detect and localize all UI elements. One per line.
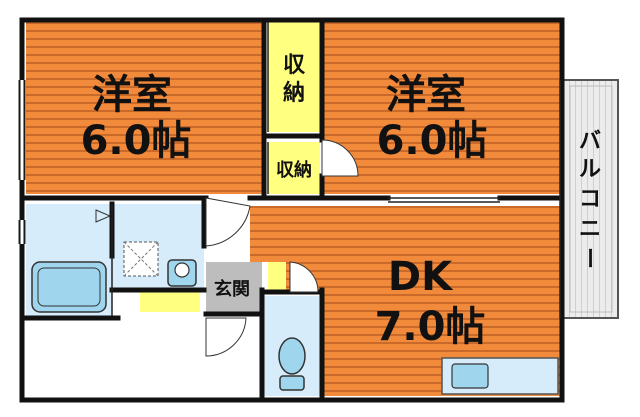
window-frames [18, 80, 26, 244]
western-room-left-size: 6.0帖 [81, 118, 192, 164]
balcony-label-2: ル [579, 157, 601, 182]
sink-icon [451, 363, 489, 389]
balcony-label-5: ー [576, 247, 601, 269]
balcony-label-4: ニ [579, 217, 601, 242]
dining-kitchen-size: 7.0帖 [375, 304, 486, 350]
pan-cross-b [123, 241, 159, 277]
faucet-icon [95, 209, 112, 223]
balcony-area [561, 79, 619, 319]
balcony-label-1: バ [579, 129, 601, 154]
toilet-icon [278, 337, 306, 375]
walls [19, 17, 565, 403]
washbasin-bowl [174, 262, 190, 278]
dining-kitchen-name: DK [388, 254, 454, 300]
closet-lower-label: 収納 [276, 159, 312, 181]
western-room-right-size: 6.0帖 [377, 118, 488, 164]
closet-upper-label-1: 収 [283, 53, 306, 78]
toilet-tank [279, 375, 305, 391]
entrance-area [206, 262, 262, 314]
closet-upper-label-2: 納 [283, 80, 305, 106]
closet-upper [268, 22, 320, 132]
western-room-left-name: 洋室 [92, 72, 172, 118]
door-swings [205, 139, 359, 357]
bathtub-inner [37, 267, 101, 307]
entrance-label: 玄関 [214, 278, 250, 300]
closet-lower [268, 142, 320, 194]
western-room-left-floor [26, 22, 264, 194]
balcony-inner-line [569, 85, 613, 313]
dining-kitchen-floor [250, 206, 560, 396]
thin-lines [111, 22, 561, 318]
bathtub-icon [31, 261, 107, 313]
shoe-cabinet [268, 262, 286, 292]
western-room-right-name: 洋室 [386, 72, 466, 118]
balcony-label-3: コ [579, 187, 601, 212]
pan-cross-a [123, 241, 159, 277]
entrance-shelf [140, 292, 200, 312]
western-room-right-floor [322, 22, 560, 194]
